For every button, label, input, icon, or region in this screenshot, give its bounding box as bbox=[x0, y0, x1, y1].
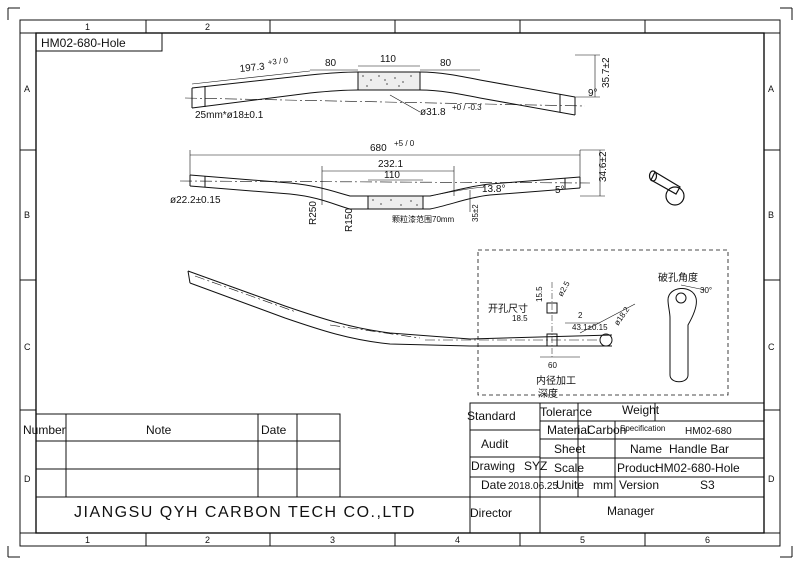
front-dim-232: 232.1 bbox=[378, 159, 403, 170]
grid-row-c: C bbox=[24, 342, 31, 352]
product-value: HM02-680-Hole bbox=[655, 461, 740, 475]
detail-dim-185: 18.5 bbox=[512, 314, 528, 323]
top-dim-diameter-tol: +0 / -0.3 bbox=[452, 103, 482, 112]
title-tag-box bbox=[35, 32, 163, 52]
material-value: Carbon bbox=[587, 423, 626, 437]
detail-dim-2: 2 bbox=[578, 311, 583, 320]
top-dim-height: 35.7±2 bbox=[601, 57, 612, 88]
name-label: Name bbox=[630, 442, 662, 456]
detail-geometry bbox=[425, 282, 706, 383]
detail-dim-182: ø18.2 bbox=[612, 305, 631, 327]
title-block-lines bbox=[35, 402, 765, 533]
front-dim-rise: 34.6±2 bbox=[598, 151, 609, 182]
detail-label-hole-size: 开孔尺寸 bbox=[488, 302, 528, 315]
detail-dim-25: ø2.5 bbox=[556, 279, 572, 298]
front-dim-r250: R250 bbox=[308, 201, 319, 225]
detail-dim-431: 43.1±0.15 bbox=[572, 323, 608, 332]
col-date: Date bbox=[261, 423, 287, 437]
sheet-border bbox=[7, 7, 793, 558]
grid-col-4-bottom: 4 bbox=[455, 535, 460, 545]
top-dim-197-tol: +3 / 0 bbox=[267, 56, 289, 67]
front-dim-width-tol: +5 / 0 bbox=[394, 139, 415, 148]
material-label: Material bbox=[547, 423, 590, 437]
grid-row-a: A bbox=[24, 84, 30, 94]
name-value: Handle Bar bbox=[669, 442, 729, 456]
tolerance-label: Tolerance bbox=[540, 405, 592, 419]
top-dim-80-left: 80 bbox=[325, 58, 337, 69]
detail-label-inner: 内径加工 bbox=[536, 374, 576, 387]
grid-col-2-top: 2 bbox=[205, 22, 210, 32]
detail-dim-155: 15.5 bbox=[535, 286, 544, 302]
front-view-bar bbox=[179, 174, 591, 210]
front-note-cn: 颗粒漆范围70mm bbox=[392, 214, 455, 224]
detail-view: 开孔尺寸 破孔角度 内径加工 深度 15.5 18.5 ø2.5 2 43.1±… bbox=[425, 249, 729, 400]
front-dim-end-dia: ø22.2±0.15 bbox=[170, 195, 221, 206]
scale-label: Scale bbox=[554, 461, 584, 475]
hole-illustration bbox=[648, 170, 685, 206]
company-name: JIANGSU QYH CARBON TECH CO.,LTD bbox=[74, 504, 416, 521]
title-tag: HM02-680-Hole bbox=[41, 36, 126, 50]
product-label: Product bbox=[617, 461, 659, 475]
top-dim-110: 110 bbox=[380, 54, 396, 65]
front-view: 680 +5 / 0 232.1 110 34.6±2 ø22.2±0.15 R… bbox=[170, 139, 685, 232]
drawing-by: SYZ bbox=[524, 459, 547, 473]
grid-row-b: B bbox=[24, 210, 30, 220]
top-dim-diameter: ø31.8 bbox=[420, 107, 446, 118]
director-label: Director bbox=[470, 506, 512, 520]
manager-label: Manager bbox=[607, 504, 654, 518]
unit-value: mm bbox=[593, 478, 613, 492]
grid-col-6-bottom: 6 bbox=[705, 535, 710, 545]
date-label: Date bbox=[481, 478, 507, 492]
col-note: Note bbox=[146, 423, 172, 437]
grid-col-3-bottom: 3 bbox=[330, 535, 335, 545]
grid-row-c-right: C bbox=[768, 342, 775, 352]
sheet-label: Sheet bbox=[554, 442, 586, 456]
grid-row-a-right: A bbox=[768, 84, 774, 94]
top-dim-197: 197.3 bbox=[239, 61, 265, 75]
grid-col-1-top: 1 bbox=[85, 22, 90, 32]
top-view-bar bbox=[184, 71, 586, 116]
detail-dim-30: 30° bbox=[700, 286, 712, 295]
detail-label-hole-angle: 破孔角度 bbox=[658, 271, 698, 284]
specification-label: Specification bbox=[620, 424, 665, 433]
top-dim-angle: 9° bbox=[588, 88, 598, 99]
front-dim-5: 5° bbox=[555, 185, 565, 196]
specification-value: HM02-680 bbox=[685, 426, 732, 437]
top-view: 197.3 +3 / 0 80 110 80 35.7±2 9° 25mm*ø1… bbox=[184, 54, 612, 121]
grid-labels: 1 2 1 2 3 4 5 6 A B C D A B C D bbox=[24, 22, 775, 545]
front-dim-r150: R150 bbox=[344, 208, 355, 232]
audit-label: Audit bbox=[481, 437, 509, 451]
unit-label: Unite bbox=[556, 478, 584, 492]
date-value: 2018.06.25 bbox=[508, 481, 558, 492]
top-dim-80-right: 80 bbox=[440, 58, 452, 69]
weight-label: Weight bbox=[622, 403, 660, 417]
front-dim-35: 35±2 bbox=[471, 204, 480, 222]
version-value: S3 bbox=[700, 478, 715, 492]
top-view-dimensions bbox=[191, 54, 600, 113]
drawing-label: Drawing bbox=[471, 459, 515, 473]
detail-label-depth: 深度 bbox=[538, 387, 558, 400]
front-view-dimensions bbox=[189, 149, 605, 212]
detail-dim-60: 60 bbox=[548, 361, 557, 370]
grid-row-b-right: B bbox=[768, 210, 774, 220]
grid-col-2-bottom: 2 bbox=[205, 535, 210, 545]
front-dim-angle: 13.8° bbox=[482, 184, 505, 195]
col-number: Number bbox=[23, 423, 66, 437]
detail-frame bbox=[477, 249, 729, 396]
grid-row-d-right: D bbox=[768, 474, 775, 484]
standard-label: Standard bbox=[467, 409, 516, 423]
top-dim-clamp: 25mm*ø18±0.1 bbox=[195, 110, 264, 121]
version-label: Version bbox=[619, 478, 659, 492]
grid-col-1-bottom: 1 bbox=[85, 535, 90, 545]
grid-row-d: D bbox=[24, 474, 31, 484]
grid-col-5-bottom: 5 bbox=[580, 535, 585, 545]
front-dim-110: 110 bbox=[384, 170, 400, 181]
front-dim-width: 680 bbox=[370, 143, 387, 154]
iso-view bbox=[187, 270, 471, 347]
